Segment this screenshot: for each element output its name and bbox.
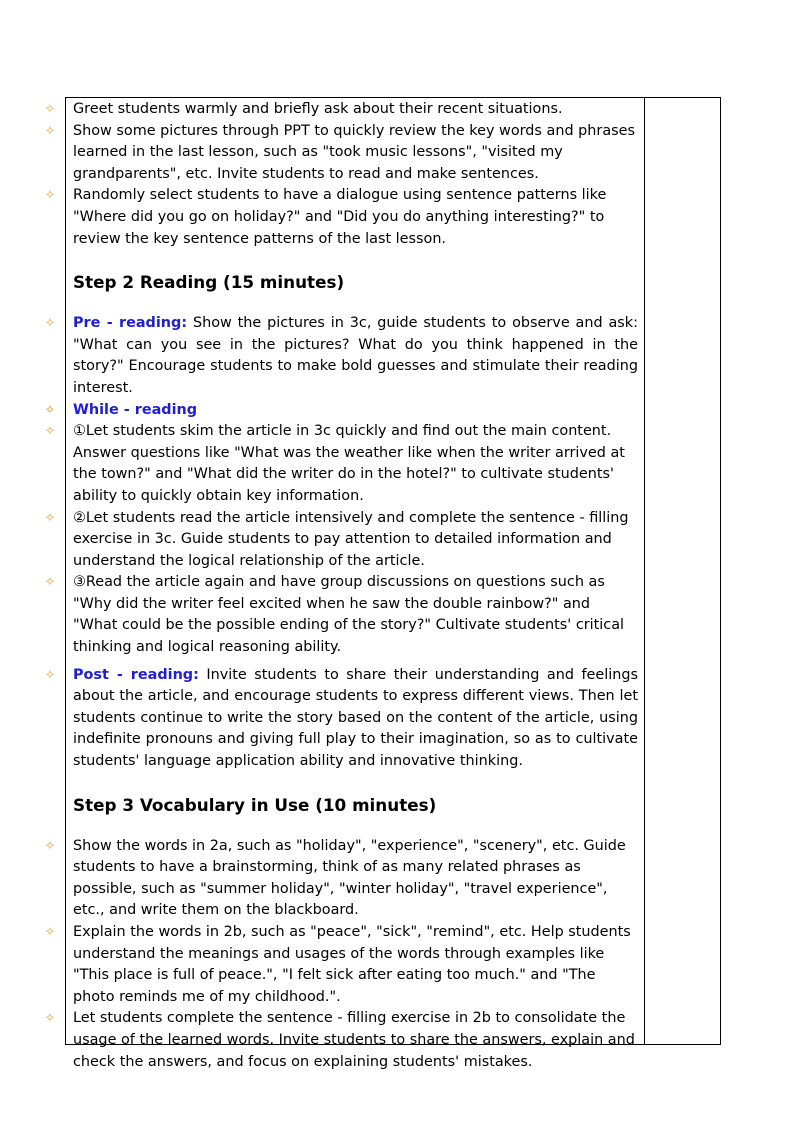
star-bullet-icon: ✧ (44, 667, 56, 683)
bullet-text: ①Let students skim the article in 3c qui… (73, 423, 625, 504)
bullet-explain-words: ✧ Explain the words in 2b, such as "peac… (45, 922, 638, 1008)
bullet-exercise: ✧ Let students complete the sentence - f… (45, 1008, 638, 1073)
bullet-brainstorm: ✧ Show the words in 2a, such as "holiday… (45, 836, 638, 922)
step3-heading: Step 3 Vocabulary in Use (10 minutes) (73, 794, 437, 815)
star-bullet-icon: ✧ (44, 925, 56, 940)
step2-heading: Step 2 Reading (15 minutes) (73, 272, 345, 293)
star-bullet-icon: ✧ (44, 838, 56, 854)
bullet-text: Explain the words in 2b, such as "peace"… (73, 924, 631, 1005)
star-bullet-icon: ✧ (44, 123, 56, 139)
post-reading-label: Post - reading: (73, 666, 199, 683)
bullet-review-words: ✧ Show some pictures through PPT to quic… (45, 121, 638, 186)
bullet-dialogue: ✧ Randomly select students to have a dia… (45, 185, 638, 250)
bullet-text: Randomly select students to have a dialo… (73, 187, 607, 247)
bullet-text: ③Read the article again and have group d… (73, 574, 625, 656)
lesson-table (65, 97, 721, 1045)
star-bullet-icon: ✧ (44, 510, 56, 526)
star-bullet-icon: ✧ (44, 424, 56, 440)
bullet-while-reading: ✧ While - reading (45, 400, 638, 422)
star-bullet-icon: ✧ (44, 1011, 56, 1027)
bullet-text: Show some pictures through PPT to quickl… (73, 122, 635, 182)
star-bullet-icon: ✧ (44, 316, 56, 332)
bullet-text: Show the words in 2a, such as "holiday",… (73, 837, 626, 919)
star-bullet-icon: ✧ (44, 402, 56, 418)
bullet-text: ②Let students read the article intensive… (73, 509, 629, 569)
bullet-text: Show the pictures in 3c, guide students … (73, 315, 638, 396)
bullet-text: Greet students warmly and briefly ask ab… (73, 101, 563, 117)
star-bullet-icon: ✧ (44, 188, 56, 204)
bullet-text: Let students complete the sentence - fil… (73, 1010, 635, 1070)
bullet-text: Invite students to share their understan… (73, 666, 638, 770)
table-column-divider (644, 97, 645, 1045)
star-bullet-icon: ✧ (44, 575, 56, 591)
star-bullet-icon: ✧ (44, 102, 56, 117)
bullet-pre-reading: ✧ Pre - reading: Show the pictures in 3c… (45, 313, 638, 399)
bullet-skim: ✧ ①Let students skim the article in 3c q… (45, 421, 638, 507)
bullet-greet: ✧ Greet students warmly and briefly ask … (45, 99, 638, 121)
bullet-post-reading: ✧ Post - reading: Invite students to sha… (45, 665, 638, 773)
pre-reading-label: Pre - reading: (73, 315, 188, 332)
bullet-intensive: ✧ ②Let students read the article intensi… (45, 508, 638, 573)
lesson-content: ✧ Greet students warmly and briefly ask … (45, 99, 638, 1073)
bullet-discussion: ✧ ③Read the article again and have group… (45, 572, 638, 658)
while-reading-label: While - reading (73, 401, 198, 418)
